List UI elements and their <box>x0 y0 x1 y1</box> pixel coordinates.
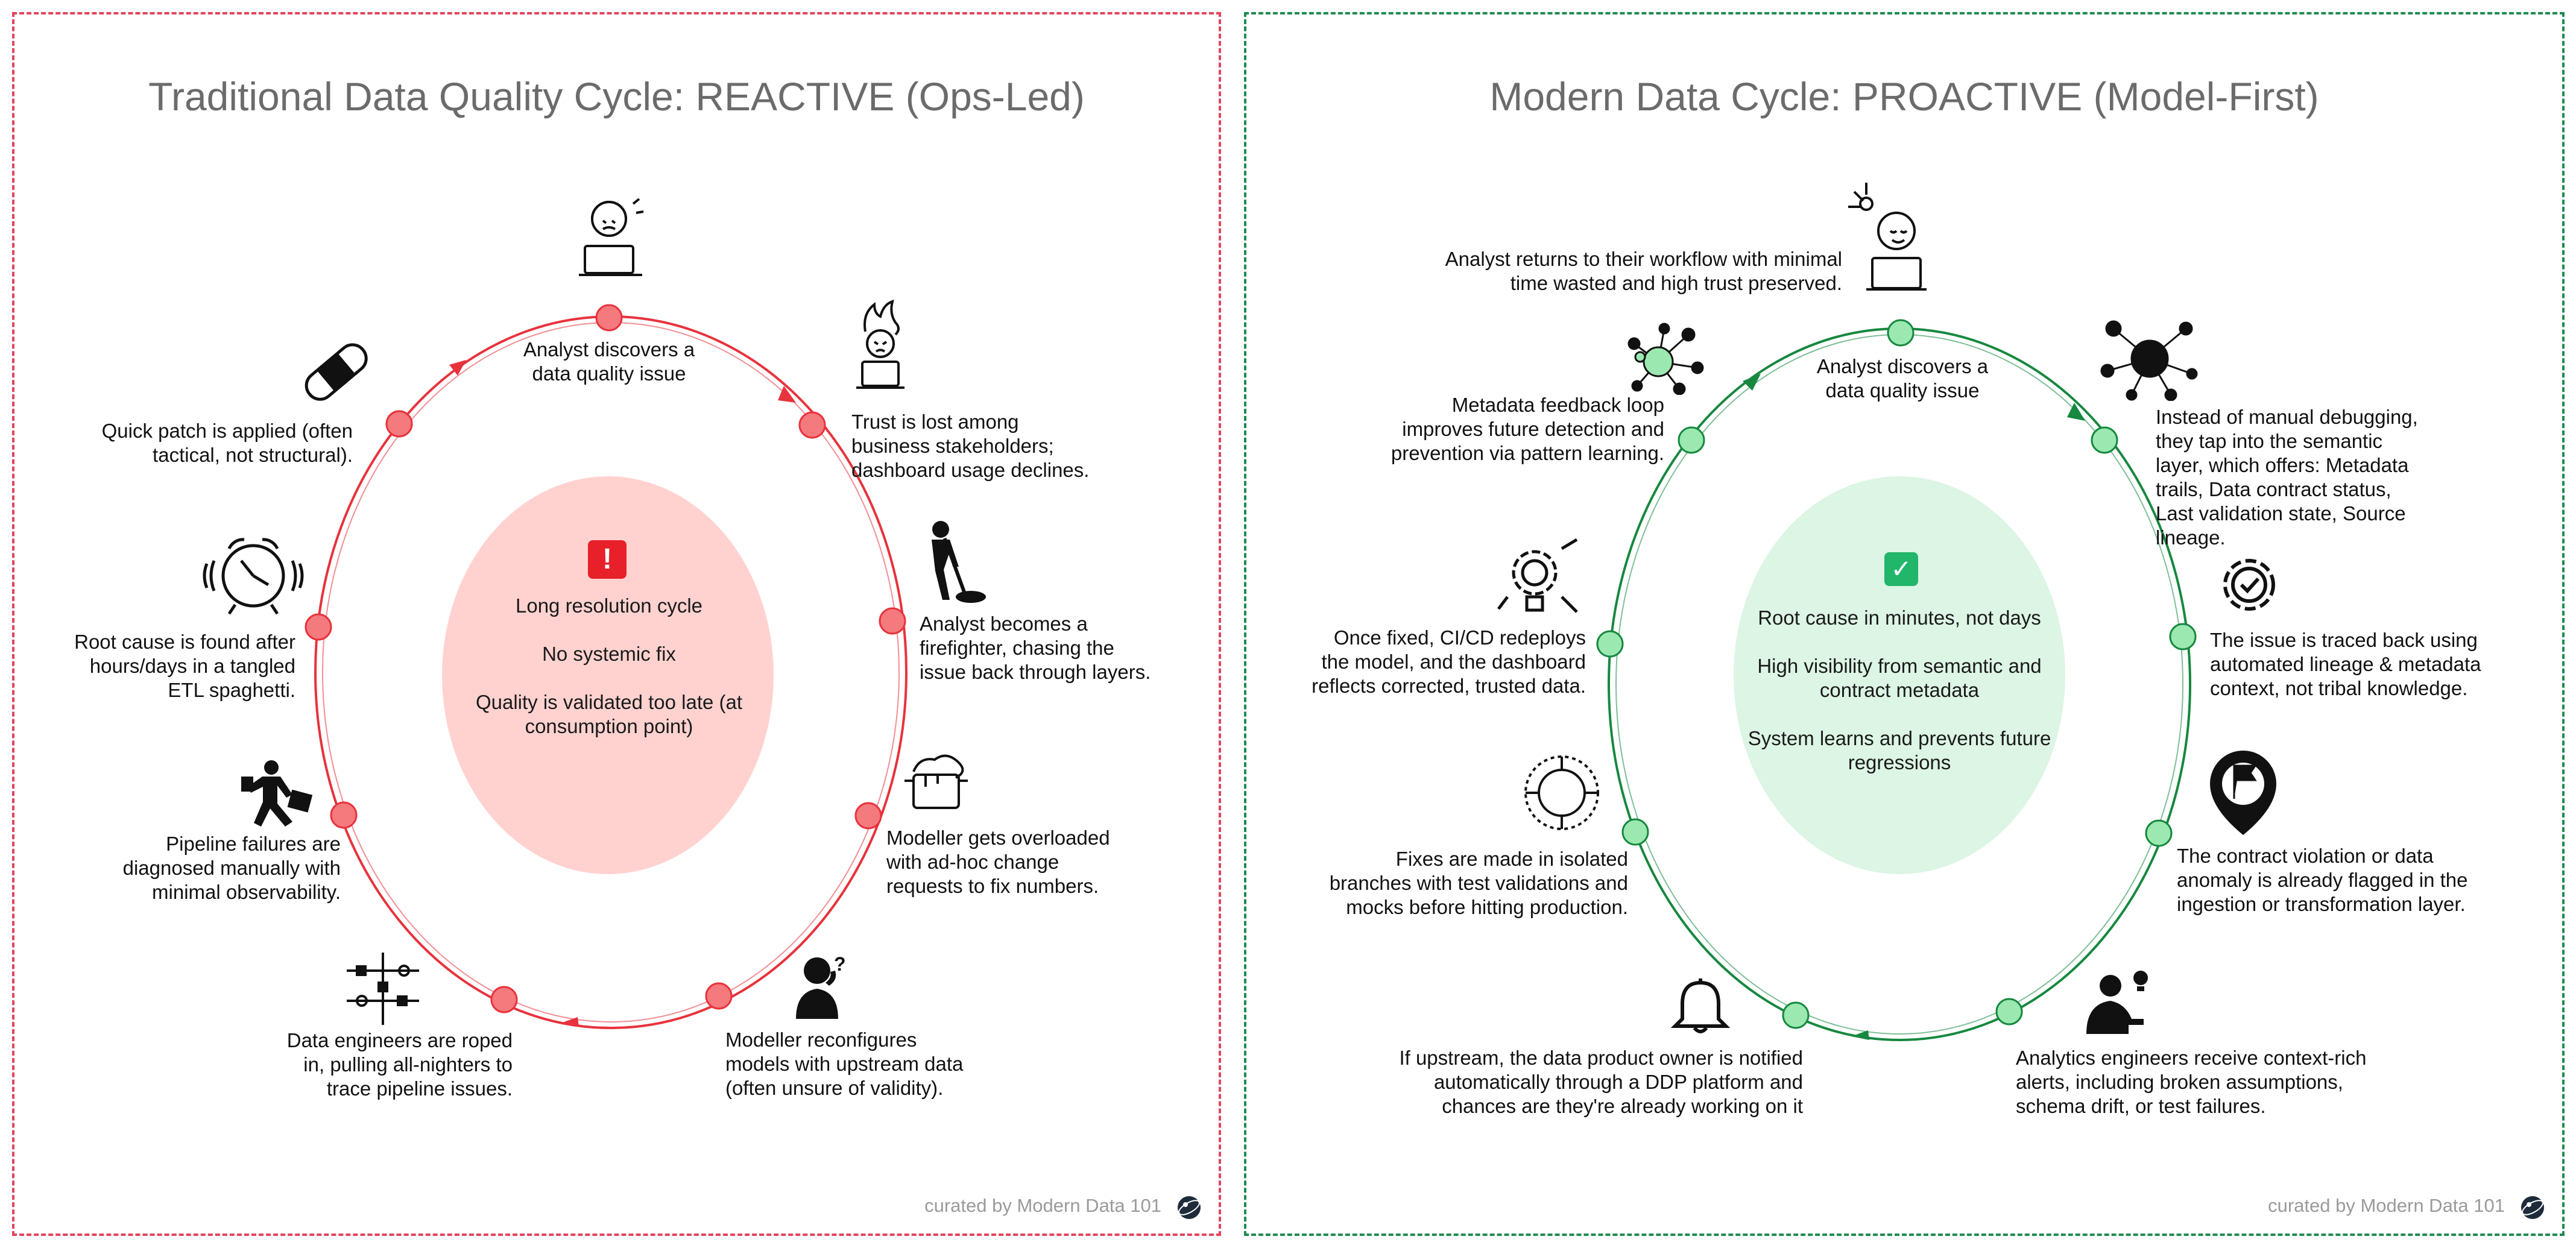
svg-text:?: ? <box>834 953 846 975</box>
bell-icon <box>1670 978 1731 1033</box>
cycle-arrow <box>1743 374 1761 391</box>
alarm-clock-icon <box>203 538 304 615</box>
step-traced: The issue is traced back using automated… <box>2210 629 2481 699</box>
cycle-node-discover <box>595 304 623 332</box>
modern-center-ellipse <box>1734 476 2065 874</box>
pipeline-valves-icon <box>347 953 419 1025</box>
step-cicd: Once fixed, CI/CD redeploys the model, a… <box>1312 626 1586 697</box>
modern-credit: curated by Modern Data 101 <box>2268 1195 2505 1216</box>
check-badge-icon: ✓ <box>1884 552 1918 586</box>
cycle-node-upstream <box>1782 1001 1810 1029</box>
cycle-node-rootcause <box>305 613 332 641</box>
step-patch: Quick patch is applied (often tactical, … <box>101 420 353 466</box>
traditional-title: Traditional Data Quality Cycle: REACTIVE… <box>148 74 1085 119</box>
step-reconfigure: Modeller reconfigures models with upstre… <box>725 1029 964 1099</box>
cycle-node-firefighter <box>879 607 906 635</box>
traditional-center-ellipse <box>442 476 774 874</box>
center-line: Long resolution cycle <box>515 594 703 617</box>
traditional-center-summary: Long resolution cycle No systemic fix Qu… <box>464 594 754 739</box>
step-firefighter: Analyst becomes a firefighter, chasing t… <box>920 613 1151 683</box>
network-graph-icon <box>2100 320 2198 401</box>
step-upstream: If upstream, the data product owner is n… <box>1399 1047 1803 1117</box>
step-semantic: Instead of manual debugging, they tap in… <box>2156 406 2418 549</box>
bandage-icon <box>305 343 368 401</box>
cycle-node-flagged <box>2145 819 2173 847</box>
globe-icon <box>1178 1196 1201 1219</box>
step-trust: Trust is lost among business stakeholder… <box>851 411 1090 481</box>
cycle-node-traced <box>2169 623 2197 651</box>
cycle-node-patch <box>385 410 413 438</box>
cycle-node-roped <box>490 986 518 1013</box>
step-feedback: Metadata feedback loop improves future d… <box>1391 394 1664 464</box>
confused-person-icon: ? <box>796 953 846 1019</box>
gear-check-icon <box>2223 559 2275 611</box>
metadata-network-icon <box>1627 323 1704 395</box>
isolation-circle-icon <box>1524 755 1599 830</box>
cycle-node-semantic <box>2091 426 2118 454</box>
digging-worker-icon <box>932 521 986 603</box>
cycle-node-reconfigure <box>705 982 733 1010</box>
globe-icon <box>2521 1196 2544 1219</box>
cycle-node-pipeline <box>330 801 358 829</box>
cycle-arrow <box>1851 1030 1869 1040</box>
cycle-node-feedback <box>1678 426 1705 454</box>
modern-center-summary: Root cause in minutes, not days High vis… <box>1746 606 2053 775</box>
step-pipeline: Pipeline failures are diagnosed manually… <box>122 833 341 903</box>
cycle-arrow <box>778 386 796 403</box>
step-flagged: The contract violation or data anomaly i… <box>2177 845 2468 915</box>
cycle-arrow <box>449 360 466 376</box>
center-line: No systemic fix <box>542 643 676 665</box>
step-roped: Data engineers are roped in, pulling all… <box>286 1029 513 1100</box>
traditional-panel: Traditional Data Quality Cycle: REACTIVE… <box>12 12 1221 1236</box>
cycle-node-discover <box>1887 319 1915 347</box>
center-line: System learns and prevents future regres… <box>1747 727 2051 774</box>
cycle-node-overloaded <box>854 802 882 830</box>
cycle-arrow <box>561 1017 579 1027</box>
modern-title: Modern Data Cycle: PROACTIVE (Model-Firs… <box>1489 74 2319 119</box>
step-discover: Analyst discovers a data quality issue <box>1816 355 1989 402</box>
cycle-node-isolated <box>1621 818 1649 846</box>
step-discover: Analyst discovers a data quality issue <box>523 338 695 385</box>
gear-bulb-icon <box>1497 538 1578 613</box>
step-overloaded: Modeller gets overloaded with ad-hoc cha… <box>886 827 1110 897</box>
overflowing-pot-icon <box>904 754 968 809</box>
step-returns: Analyst returns to their workflow with m… <box>1445 248 1842 294</box>
center-line: Quality is validated too late (at consum… <box>475 691 743 737</box>
center-line: Root cause in minutes, not days <box>1758 607 2041 629</box>
burning-analyst-icon <box>856 299 904 389</box>
center-line: High visibility from semantic and contra… <box>1757 655 2042 701</box>
running-engineer-icon <box>241 760 313 827</box>
cycle-node-cicd <box>1596 630 1624 658</box>
location-flag-icon <box>2210 751 2276 835</box>
frustrated-analyst-icon <box>579 198 644 276</box>
cycle-node-trust <box>798 411 826 439</box>
step-rootcause: Root cause is found after hours/days in … <box>74 631 295 701</box>
step-isolated: Fixes are made in isolated branches with… <box>1329 848 1628 918</box>
cycle-node-alerts <box>1995 998 2023 1026</box>
cycle-arrow <box>2067 403 2085 421</box>
engineer-idea-icon <box>2086 971 2148 1034</box>
calm-analyst-icon <box>1848 183 1927 291</box>
warning-badge-icon: ! <box>588 540 627 579</box>
modern-panel: Modern Data Cycle: PROACTIVE (Model-Firs… <box>1244 12 2565 1236</box>
step-alerts: Analytics engineers receive context-rich… <box>2016 1047 2367 1117</box>
traditional-credit: curated by Modern Data 101 <box>924 1195 1161 1216</box>
